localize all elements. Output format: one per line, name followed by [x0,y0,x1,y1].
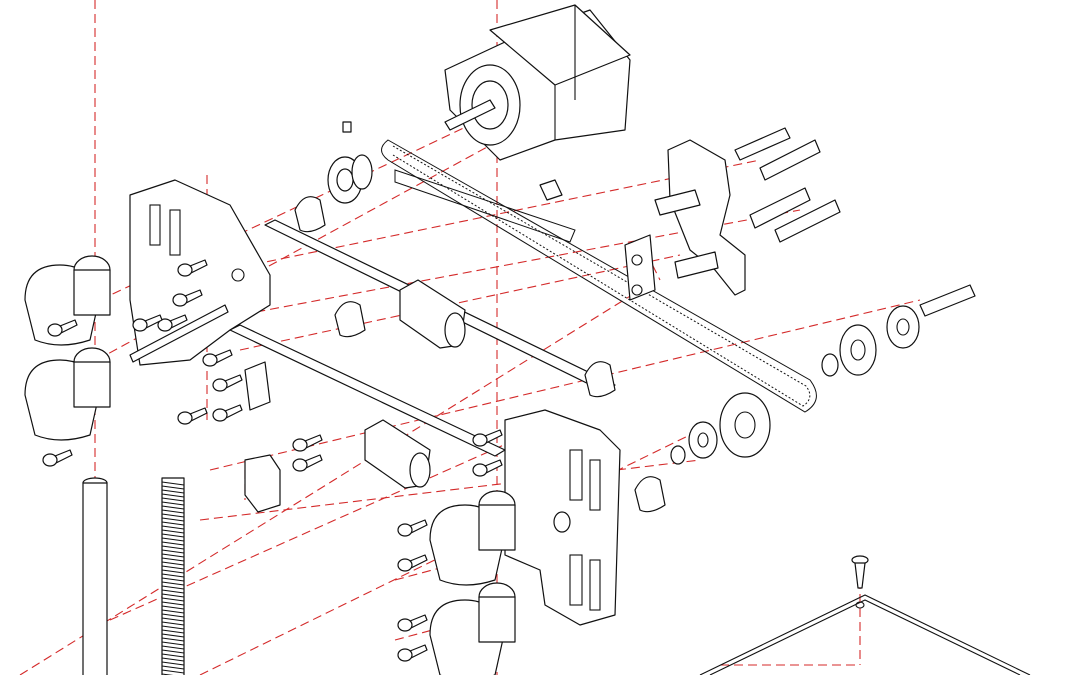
right-end-plate [504,409,621,626]
screw [397,614,428,632]
rod-clamps [244,196,666,513]
screw [212,404,243,422]
wood-screw [851,555,869,589]
screw [212,374,243,392]
screw [132,314,163,332]
screw [172,289,203,307]
screw [397,519,428,537]
screw [47,319,78,337]
screw [177,259,208,277]
m3-bolts [734,127,976,317]
screw [42,449,73,467]
screws [42,259,503,662]
timing-belt [381,139,817,413]
gt2-pulley [327,121,373,204]
belt-clamp [539,179,563,201]
vertical-smooth-rod [82,477,108,675]
right-bearing-holders [429,490,516,675]
frame-plate [699,594,1031,675]
left-bearing-holders [24,255,111,441]
screw [202,349,233,367]
screw [157,314,188,332]
screw [177,407,208,425]
screw [472,429,503,447]
screw [292,454,323,472]
screw [397,644,428,662]
screw [472,459,503,477]
screw [397,554,428,572]
linear-bearings [364,279,466,489]
idler-bracket [624,139,746,301]
threaded-rod [161,477,185,675]
screw [292,434,323,452]
endstop-switch [244,454,281,513]
idler-bearings [670,305,920,465]
stepper-motor [444,4,631,161]
